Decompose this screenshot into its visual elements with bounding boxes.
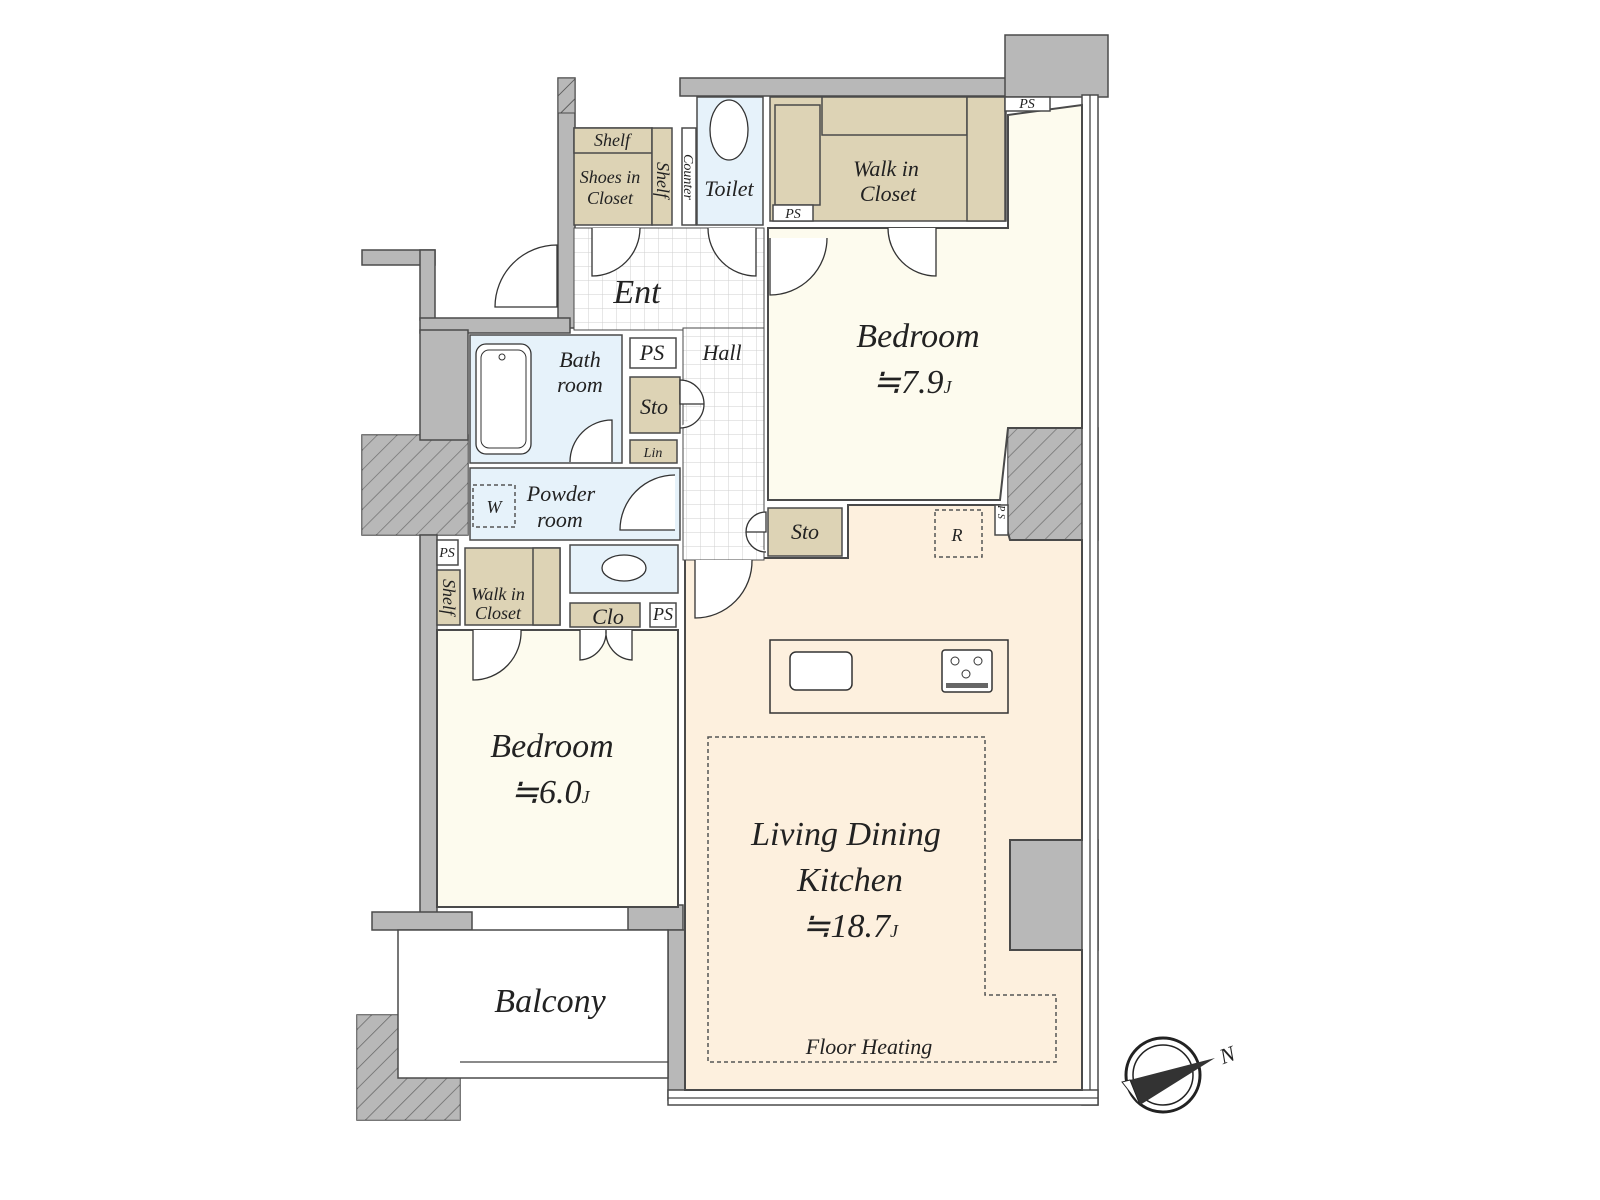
bedroom-main-label: Bedroom bbox=[856, 318, 979, 355]
powder-label: room bbox=[537, 507, 583, 532]
bedroom-main-area: ≒7.9J bbox=[872, 364, 952, 401]
shoes-closet-label: Shoes in bbox=[580, 167, 641, 187]
pipe-space bbox=[772, 204, 814, 222]
washer-space bbox=[472, 484, 516, 528]
doors bbox=[472, 227, 937, 681]
counter-label: Counter bbox=[680, 154, 695, 200]
shelf-label: Shelf bbox=[653, 162, 673, 201]
powder-label: Powder bbox=[526, 481, 596, 506]
ps-label: PS bbox=[639, 340, 664, 365]
ldk-label-line2: Kitchen bbox=[796, 862, 903, 899]
toilet-label: Toilet bbox=[704, 176, 754, 201]
bedroom-second-area: ≒6.0J bbox=[510, 774, 590, 811]
storage-label: Sto bbox=[640, 394, 668, 419]
pipe-space bbox=[1004, 96, 1051, 112]
walk-in-closet-small-label: Closet bbox=[475, 603, 522, 623]
refrigerator-space bbox=[934, 509, 983, 558]
compass-icon bbox=[1121, 1036, 1215, 1114]
linen bbox=[629, 439, 678, 464]
storage bbox=[767, 507, 843, 557]
bathtub-icon bbox=[475, 343, 532, 455]
storage bbox=[629, 376, 681, 434]
storage-label: Sto bbox=[791, 519, 819, 544]
bath-label: Bath bbox=[559, 347, 601, 372]
compass-north-label: N bbox=[1215, 1040, 1240, 1069]
sink-icon bbox=[601, 554, 647, 582]
ldk-label-line1: Living Dining bbox=[750, 816, 941, 853]
ldk-area: ≒18.7J bbox=[802, 908, 899, 945]
bedroom-main bbox=[767, 103, 1083, 501]
walk-in-closet-label: Walk in bbox=[853, 156, 919, 181]
ldk-room bbox=[684, 504, 1083, 1091]
toilet-icon bbox=[709, 99, 749, 161]
hall-label: Hall bbox=[701, 340, 741, 365]
floor-heating-area bbox=[707, 736, 1057, 1063]
cooktop-icon bbox=[941, 649, 993, 693]
walk-in-closet-label: Closet bbox=[860, 181, 917, 206]
entrance-label: Ent bbox=[612, 274, 662, 311]
ps-label: PS bbox=[1018, 97, 1035, 112]
ps-label: PS bbox=[784, 207, 801, 222]
ps-label: PS bbox=[438, 546, 455, 561]
closet-label: Clo bbox=[592, 604, 624, 629]
bedroom-second-label: Bedroom bbox=[490, 728, 613, 765]
kitchen-sink-icon bbox=[789, 651, 853, 691]
refrigerator-label: R bbox=[951, 525, 963, 545]
balcony-label: Balcony bbox=[494, 983, 606, 1020]
shelf-small bbox=[436, 569, 461, 626]
linen-label: Lin bbox=[643, 446, 663, 461]
closet bbox=[569, 602, 641, 628]
washer-label: W bbox=[487, 497, 504, 517]
balcony bbox=[397, 929, 669, 1079]
shoes-closet-label: Closet bbox=[587, 188, 634, 208]
shelf-label: Shelf bbox=[439, 579, 459, 618]
bath-label: room bbox=[557, 372, 603, 397]
walk-in-closet-small-label: Walk in bbox=[471, 584, 525, 604]
shelf-label: Shelf bbox=[594, 130, 633, 150]
ps-label: PS bbox=[652, 604, 673, 624]
floor-heating-label: Floor Heating bbox=[805, 1034, 933, 1059]
ps-vertical-label: P S bbox=[995, 504, 1006, 518]
